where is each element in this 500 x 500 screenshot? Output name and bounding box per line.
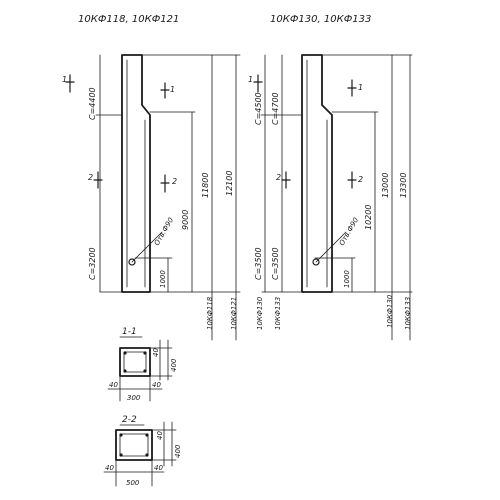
right-column-drawing: С=4500 С=4700 С=3500 С=3500 1 1 2 2 1020… <box>248 54 413 341</box>
svg-text:1: 1 <box>358 83 363 92</box>
right-hole-leader <box>315 231 347 263</box>
section-2-rebar-3 <box>119 453 123 457</box>
left-dim-bottom-label: С=3200 <box>88 247 97 280</box>
section-2-outline <box>115 429 153 461</box>
right-section-2-marker-right: 2 <box>347 171 363 189</box>
svg-text:1: 1 <box>170 85 175 94</box>
section-1-inner <box>123 351 147 373</box>
section-2-dim-40-bottom: 40 <box>154 464 163 472</box>
right-dim-bottom2-label: С=3500 <box>271 247 280 280</box>
left-column-drawing: С=4400 С=3200 1 1 2 2 9000 1000 <box>62 54 241 341</box>
section-2-rebar-2 <box>145 433 149 437</box>
right-dim-10200-label: 10200 <box>364 205 373 230</box>
right-mark-c: 10КФ130 <box>386 294 394 328</box>
right-mark-a: 10КФ130 <box>256 296 264 330</box>
svg-text:2: 2 <box>358 175 363 184</box>
right-column-rebar <box>306 59 328 288</box>
section-1-dim-300: 300 <box>127 394 141 402</box>
right-hole-label: Отв.Ф90 <box>338 216 361 247</box>
section-2-dim-500: 500 <box>126 479 140 487</box>
section-2-rebar-1 <box>119 433 123 437</box>
left-hole-circle <box>128 258 136 266</box>
section-1-rebar-2 <box>143 351 147 355</box>
right-dim-top1-label: С=4500 <box>254 92 263 125</box>
section-1-dim-400: 400 <box>170 358 178 372</box>
left-mark-b: 10КФ121 <box>230 297 238 330</box>
section-2-rebar-4 <box>145 453 149 457</box>
section-2-title: 2-2 <box>122 415 137 425</box>
left-section-1-marker-right: 1 <box>160 82 175 99</box>
section-1-rebar-1 <box>123 351 127 355</box>
left-dim-12100-label: 12100 <box>225 171 234 196</box>
left-section-2-marker-right: 2 <box>160 174 177 193</box>
section-2-inner <box>119 433 149 457</box>
right-hole-circle <box>312 258 320 266</box>
section-1-rebar-4 <box>143 369 147 373</box>
section-1-outline <box>119 347 151 377</box>
left-column-outline <box>121 54 151 293</box>
right-dim-13300-label: 13300 <box>399 173 408 198</box>
left-dim-top-label: С=4400 <box>88 87 97 120</box>
right-mark-b: 10КФ133 <box>274 297 282 330</box>
right-dim-1000-label: 1000 <box>343 270 351 288</box>
section-1-rebar-3 <box>123 369 127 373</box>
right-mark-d: 10КФ133 <box>404 297 412 330</box>
left-dim-11800-label: 11800 <box>201 173 210 198</box>
section-2-dim-40-right: 40 <box>156 431 164 440</box>
left-hole-label: Отв.Ф90 <box>153 216 176 247</box>
right-dim-13000-label: 13000 <box>381 173 390 198</box>
right-section-2-marker: 2 <box>276 171 291 189</box>
left-section-2-marker: 2 <box>88 171 103 189</box>
left-column-rebar <box>126 59 146 288</box>
svg-text:2: 2 <box>172 177 177 186</box>
section-1-dim-40-right: 40 <box>152 348 160 357</box>
svg-text:2: 2 <box>88 173 93 182</box>
section-1-title: 1-1 <box>122 327 137 337</box>
section-1-dim-40-left: 40 <box>109 381 118 389</box>
left-dim-9000-label: 9000 <box>181 210 190 230</box>
section-2-dim-40-left: 40 <box>105 464 114 472</box>
right-dim-top2-label: С=4700 <box>271 92 280 125</box>
right-column-outline <box>301 54 333 293</box>
right-dim-bottom1-label: С=3500 <box>254 247 263 280</box>
right-section-1-marker: 1 <box>248 74 263 93</box>
right-section-1-marker-right: 1 <box>347 79 363 97</box>
left-dim-1000-label: 1000 <box>159 270 167 288</box>
left-hole-leader <box>131 231 163 263</box>
section-1-dim-40-bottom: 40 <box>152 381 161 389</box>
left-section-1-marker: 1 <box>62 74 75 93</box>
section-1-1: 1-1 40 400 40 40 300 <box>107 327 178 402</box>
left-mark-a: 10КФ118 <box>206 296 214 330</box>
section-2-2: 2-2 40 400 40 40 500 <box>103 415 182 487</box>
section-2-dim-400: 400 <box>174 444 182 458</box>
heading-right: 10КФ130, 10КФ133 <box>270 14 371 25</box>
heading-left: 10КФ118, 10КФ121 <box>78 14 179 25</box>
svg-text:1: 1 <box>62 75 67 84</box>
svg-text:1: 1 <box>248 75 253 84</box>
svg-text:2: 2 <box>276 173 281 182</box>
